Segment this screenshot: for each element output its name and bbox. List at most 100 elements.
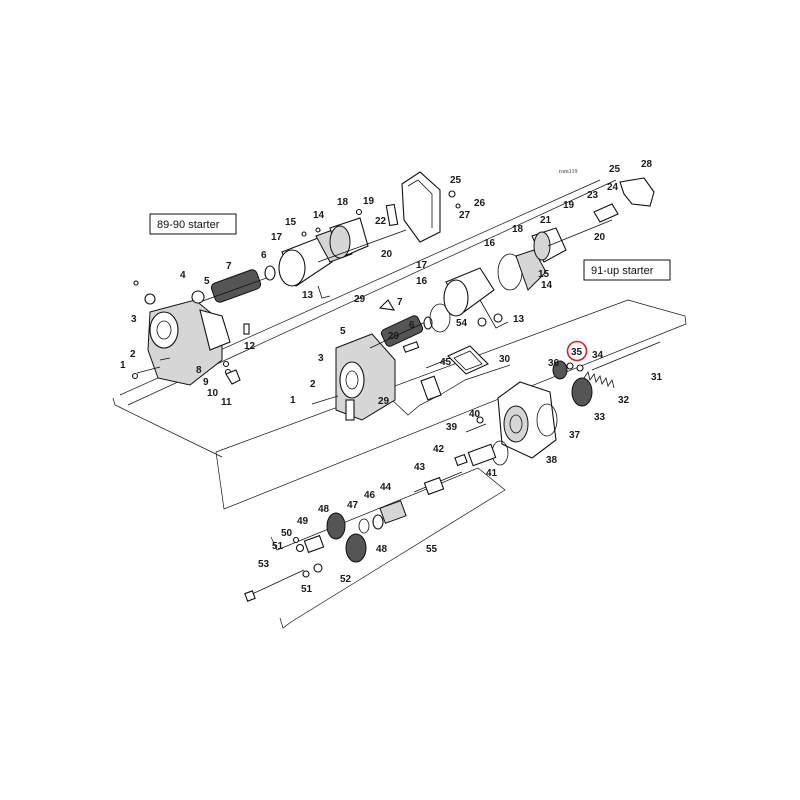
- callout-15: 15: [285, 217, 297, 228]
- washer-4: [144, 293, 156, 305]
- spring-32: [583, 371, 615, 389]
- field-frame-91: [443, 267, 509, 329]
- callout-14: 14: [541, 280, 553, 291]
- bushing-42: [454, 453, 468, 467]
- callout-22: 22: [375, 216, 387, 227]
- callout-6: 6: [409, 320, 415, 331]
- callout-14: 14: [313, 210, 325, 221]
- callout-15: 15: [538, 269, 550, 280]
- callout-13: 13: [513, 314, 525, 325]
- callout-1: 1: [120, 360, 126, 371]
- washer-52: [313, 563, 323, 573]
- gear-33: [571, 377, 593, 407]
- callout-7: 7: [397, 297, 403, 308]
- plunger-91: [311, 395, 339, 405]
- solenoid-housing-89: [147, 299, 231, 386]
- gear-36: [552, 360, 568, 380]
- pinion-48b: [345, 533, 367, 563]
- label-box-91-up: [583, 259, 671, 281]
- callout-2: 2: [310, 379, 316, 390]
- through-bolt-89: [317, 229, 407, 263]
- callout-16: 16: [484, 238, 496, 249]
- callout-12: 12: [244, 341, 256, 352]
- brush-plate-91: [515, 249, 547, 291]
- gasket-30: [447, 345, 489, 375]
- label-91-up-starter: 91-up starter: [591, 265, 654, 277]
- callout-6: 6: [261, 250, 267, 261]
- washer-50: [292, 536, 300, 544]
- armature-91: [369, 315, 431, 349]
- callout-44: 44: [380, 482, 392, 493]
- spring-46: [372, 514, 384, 530]
- callout-50: 50: [281, 528, 293, 539]
- callouts: 28 25 24 23 25 26 27 19 18 14 15 22 17 2…: [120, 159, 663, 595]
- callout-55: 55: [426, 544, 438, 555]
- callout-32: 32: [618, 395, 630, 406]
- plunger-89: [136, 366, 161, 374]
- collar-49: [303, 534, 325, 554]
- nut-34: [576, 364, 584, 372]
- callout-49: 49: [297, 516, 309, 527]
- cover-91: [619, 177, 655, 207]
- callout-25: 25: [450, 175, 462, 186]
- callout-48: 48: [376, 544, 388, 555]
- callout-26: 26: [474, 198, 486, 209]
- callout-43: 43: [414, 462, 426, 473]
- group-91-up-outline: [215, 299, 687, 510]
- callout-48: 48: [318, 504, 330, 515]
- callout-13: 13: [302, 290, 314, 301]
- callout-18: 18: [337, 197, 349, 208]
- clutch-44: [379, 500, 407, 524]
- callout-30: 30: [499, 354, 511, 365]
- callout-31: 31: [651, 372, 663, 383]
- o-ring-16a: [429, 303, 451, 333]
- callout-41: 41: [486, 468, 498, 479]
- bearing-89: [264, 265, 276, 281]
- callout-35: 35: [571, 347, 583, 358]
- through-bolt-91: [547, 219, 613, 247]
- label-89-90-starter: 89-90 starter: [157, 219, 220, 231]
- highlight-circle: [566, 340, 588, 362]
- callout-45: 45: [440, 357, 452, 368]
- sleeve-41: [467, 443, 497, 467]
- retainer-47: [358, 518, 370, 534]
- o-ring-37: [536, 403, 558, 437]
- cover-89: [401, 171, 441, 243]
- callout-20: 20: [381, 249, 393, 260]
- callout-7: 7: [226, 261, 232, 272]
- washer-5: [191, 290, 205, 304]
- callout-17: 17: [271, 232, 283, 243]
- callout-19: 19: [363, 196, 375, 207]
- callout-36: 36: [548, 358, 560, 369]
- drive-housing-38: [497, 381, 557, 459]
- washer-51a: [295, 543, 305, 553]
- callout-28: 28: [641, 159, 653, 170]
- washer-51b: [302, 570, 310, 578]
- callout-29: 29: [388, 331, 400, 342]
- callout-40: 40: [469, 409, 481, 420]
- callout-23: 23: [587, 190, 599, 201]
- callout-20: 20: [594, 232, 606, 243]
- reference-code: rom119: [559, 169, 577, 175]
- callout-16: 16: [416, 276, 428, 287]
- callout-2: 2: [130, 349, 136, 360]
- callout-9: 9: [203, 377, 209, 388]
- bolt-53: [247, 569, 305, 597]
- callout-46: 46: [364, 490, 376, 501]
- callout-51: 51: [272, 541, 284, 552]
- callout-38: 38: [546, 455, 558, 466]
- callout-3: 3: [131, 314, 137, 325]
- washer-35: [566, 362, 574, 370]
- callout-8: 8: [196, 365, 202, 376]
- group-89-90-boundary: [112, 397, 223, 458]
- callout-52: 52: [340, 574, 352, 585]
- pinion-48a: [326, 512, 346, 540]
- callout-54: 54: [456, 318, 468, 329]
- solenoid-housing-91: [335, 333, 396, 421]
- callout-5: 5: [204, 276, 210, 287]
- shaft-43: [413, 471, 463, 496]
- callout-25: 25: [609, 164, 621, 175]
- drive-assembly-bracket: [270, 467, 506, 629]
- callout-24: 24: [607, 182, 619, 193]
